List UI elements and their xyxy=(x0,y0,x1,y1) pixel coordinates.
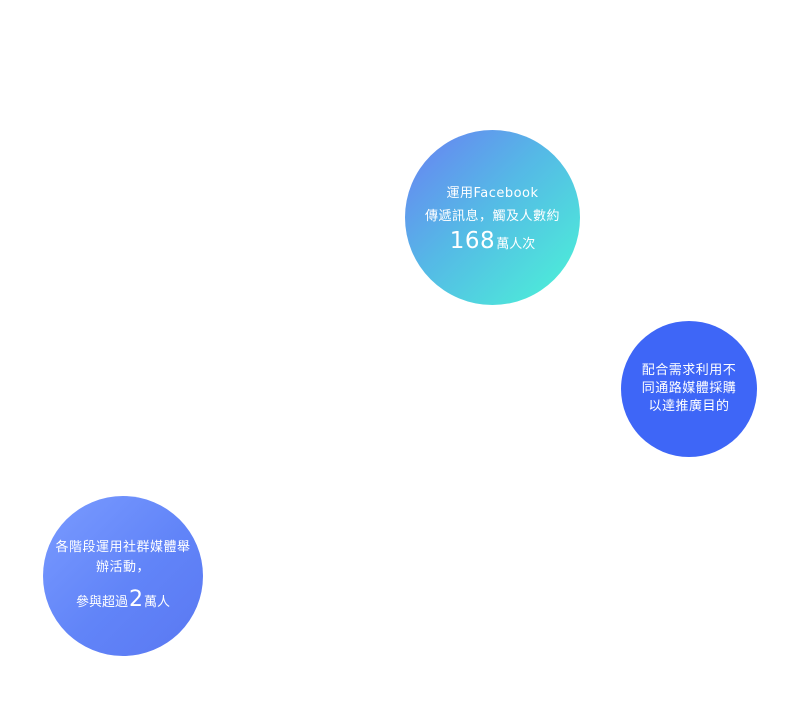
media-bubble-line-2: 同通路媒體採購 xyxy=(641,381,737,396)
community-participation-figure: 參與超過 2 萬人 xyxy=(75,586,171,615)
facebook-bubble-line-1: 運用Facebook xyxy=(446,185,539,201)
media-purchase-bubble: 配合需求利用不 同通路媒體採購 以達推廣目的 xyxy=(621,321,757,457)
facebook-reach-number: 168 xyxy=(449,227,496,254)
community-participation-prefix: 參與超過 xyxy=(75,594,128,610)
community-participation-unit: 萬人 xyxy=(144,594,171,610)
facebook-reach-unit: 萬人次 xyxy=(496,236,536,252)
media-bubble-line-3: 以達推廣目的 xyxy=(648,399,730,414)
media-bubble-line-1: 配合需求利用不 xyxy=(641,363,737,378)
facebook-bubble-line-2: 傳遞訊息，觸及人數約 xyxy=(424,208,560,224)
community-participation-number: 2 xyxy=(129,586,143,612)
facebook-reach-figure: 168 萬人次 xyxy=(450,228,535,258)
facebook-reach-bubble: 運用Facebook 傳遞訊息，觸及人數約 168 萬人次 xyxy=(405,130,580,305)
community-bubble-line-1: 各階段運用社群媒體舉 xyxy=(55,539,191,555)
community-bubble-line-2: 辦活動， xyxy=(95,559,150,575)
community-events-bubble: 各階段運用社群媒體舉 辦活動， 參與超過 2 萬人 xyxy=(43,496,203,656)
